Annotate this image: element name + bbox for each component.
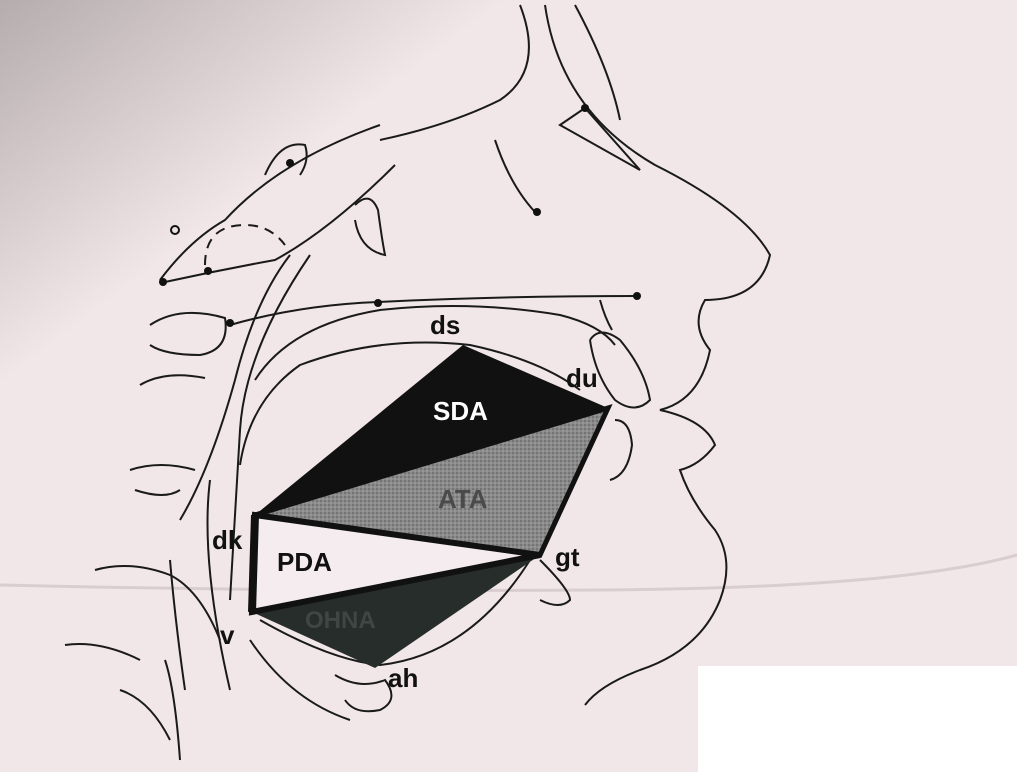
label-v: v (220, 620, 235, 650)
landmark-nasion (581, 104, 589, 112)
label-ohna: OHNA (305, 607, 376, 634)
landmark-pns (374, 299, 382, 307)
label-ah: ah (388, 663, 418, 693)
label-du: du (566, 363, 598, 393)
label-ds: ds (430, 310, 460, 340)
pda-left-edge (252, 515, 255, 612)
landmark-atlas (226, 319, 234, 327)
landmark-porion (159, 278, 167, 286)
landmark-sella (286, 159, 294, 167)
label-gt: gt (555, 542, 580, 572)
label-dk: dk (212, 525, 243, 555)
landmark-orbitale (533, 208, 541, 216)
landmark-ans (633, 292, 641, 300)
landmark-basion (204, 267, 212, 275)
label-ata: ATA (438, 484, 488, 514)
label-pda: PDA (277, 547, 332, 577)
white-corner-patch (698, 666, 1017, 772)
label-sda: SDA (433, 396, 488, 426)
